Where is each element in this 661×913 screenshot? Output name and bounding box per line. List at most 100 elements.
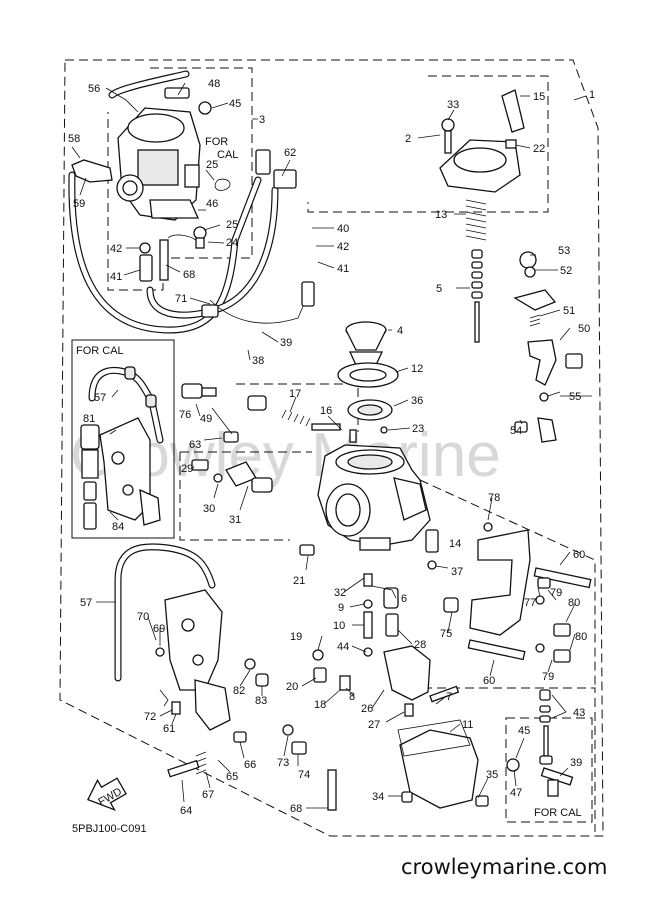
callout-5: 5 (436, 283, 442, 295)
callout-42-left: 42 (110, 243, 122, 255)
callout-80-upper: 80 (568, 597, 580, 609)
jet-needle-set (471, 249, 483, 343)
callout-26: 26 (361, 703, 373, 715)
callout-62: 62 (284, 147, 296, 159)
callout-31: 31 (229, 514, 241, 526)
callout-56: 56 (88, 83, 100, 95)
cal-hose-assembly (80, 366, 164, 530)
callout-76: 76 (179, 409, 191, 421)
bracket-group-outline (419, 479, 596, 688)
callout-6: 6 (401, 593, 407, 605)
callout-65: 65 (226, 771, 238, 783)
callout-20: 20 (286, 681, 298, 693)
callout-25-lower: 25 (226, 219, 238, 231)
callout-14: 14 (449, 538, 461, 550)
callout-33: 33 (447, 99, 459, 111)
callout-80-lower: 80 (575, 631, 587, 643)
callout-60-lower: 60 (483, 675, 495, 687)
callout-18: 18 (314, 699, 326, 711)
for-cal-left-box (71, 339, 175, 539)
diaphragm-spring (465, 199, 487, 241)
callout-60-upper: 60 (573, 549, 585, 561)
callout-12: 12 (411, 363, 423, 375)
bracket-and-bolts (443, 522, 592, 663)
callout-15: 15 (533, 91, 545, 103)
callout-79-lower: 79 (542, 671, 554, 683)
carburetor-sub-assembly (71, 70, 231, 282)
callout-22: 22 (533, 143, 545, 155)
callout-27: 27 (368, 719, 380, 731)
callout-19: 19 (290, 631, 302, 643)
callout-28: 28 (414, 639, 426, 651)
callout-64: 64 (180, 805, 192, 817)
callout-73: 73 (277, 757, 289, 769)
callout-39-cal: 39 (570, 757, 582, 769)
callout-53: 53 (558, 245, 570, 257)
leader-lines (71, 82, 592, 809)
callout-50: 50 (578, 323, 590, 335)
callout-69: 69 (153, 623, 165, 635)
for-cal-top-line1: FOR (205, 136, 228, 148)
callout-57-cal: 57 (94, 392, 106, 404)
callout-16: 16 (320, 405, 332, 417)
callout-36: 36 (411, 395, 423, 407)
callout-25-upper: 25 (206, 159, 218, 171)
callout-labels: 1 2 3 4 5 6 7 8 9 10 11 12 13 14 15 16 1… (68, 78, 595, 817)
for-cal-left-label: FOR CAL (76, 345, 124, 357)
forward-direction-arrow: FWD (87, 777, 127, 811)
piston-valve (337, 321, 399, 421)
for-cal-bottom-right-label: FOR CAL (534, 807, 582, 819)
callout-49: 49 (200, 413, 212, 425)
callout-54: 54 (510, 425, 522, 437)
callout-43: 43 (573, 707, 585, 719)
callout-13: 13 (435, 209, 447, 221)
callout-3: 3 (259, 114, 265, 126)
callout-30: 30 (203, 503, 215, 515)
callout-7: 7 (446, 691, 452, 703)
callout-61: 61 (163, 723, 175, 735)
callout-70: 70 (137, 611, 149, 623)
callout-10: 10 (333, 620, 345, 632)
pilot-screw-parts (181, 383, 341, 493)
callout-72: 72 (144, 711, 156, 723)
callout-45-cal: 45 (518, 725, 530, 737)
callout-59: 59 (73, 198, 85, 210)
callout-44: 44 (337, 641, 349, 653)
for-cal-top-line2: CAL (217, 149, 238, 161)
callout-57-main: 57 (80, 597, 92, 609)
callout-58: 58 (68, 133, 80, 145)
diagram-code: 5PBJ100-C091 (72, 823, 147, 835)
callout-74: 74 (298, 769, 310, 781)
callout-9: 9 (338, 602, 344, 614)
group-outline (59, 59, 604, 837)
callout-71: 71 (175, 293, 187, 305)
float-group-outline (395, 687, 596, 832)
callout-46: 46 (206, 198, 218, 210)
control-cables (68, 149, 315, 334)
callout-52: 52 (560, 265, 572, 277)
callout-79-upper: 79 (550, 587, 562, 599)
callout-45-top: 45 (229, 98, 241, 110)
callout-67: 67 (202, 789, 214, 801)
bottom-right-cal-box (505, 717, 593, 823)
callout-81: 81 (83, 413, 95, 425)
callout-17: 17 (289, 388, 301, 400)
lower-hose-and-bracket (114, 543, 307, 778)
callout-38: 38 (252, 355, 264, 367)
callout-51: 51 (563, 305, 575, 317)
callout-41-right: 41 (337, 263, 349, 275)
callout-1: 1 (589, 89, 595, 101)
cover-assembly-outline (307, 75, 549, 213)
website-label: crowleymarine.com (401, 855, 607, 879)
callout-32: 32 (334, 587, 346, 599)
callout-48: 48 (208, 78, 220, 90)
callout-39-center: 39 (280, 337, 292, 349)
callout-42-right: 42 (337, 241, 349, 253)
callout-63: 63 (189, 439, 201, 451)
callout-77: 77 (524, 597, 536, 609)
callout-75: 75 (440, 628, 452, 640)
callout-41-left: 41 (110, 271, 122, 283)
callout-8: 8 (349, 691, 355, 703)
callout-83: 83 (255, 695, 267, 707)
